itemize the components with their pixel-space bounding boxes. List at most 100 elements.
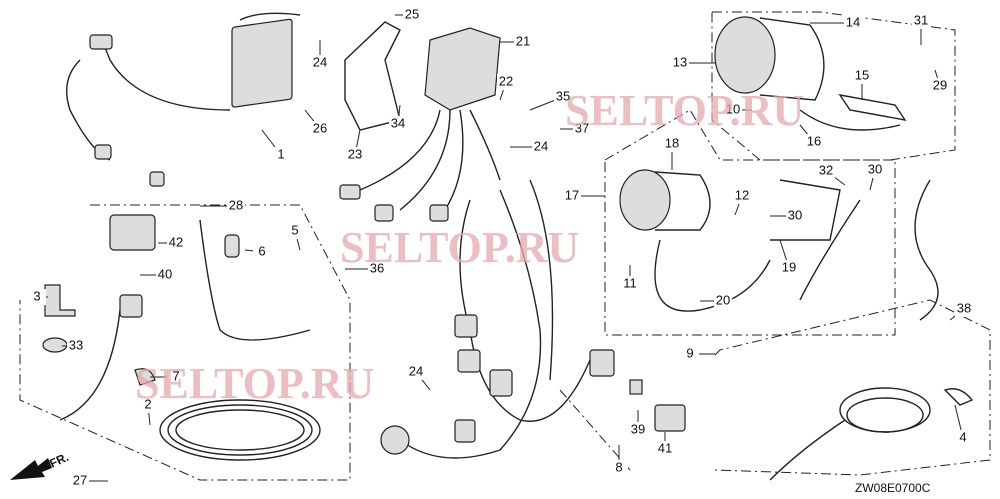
- callout-background: [532, 139, 550, 155]
- callout-number: 1: [277, 146, 284, 161]
- front-arrow-label: FR.: [47, 450, 70, 471]
- callout-background: [563, 188, 581, 204]
- callout-number: 12: [735, 187, 749, 202]
- callout-number: 19: [782, 259, 796, 274]
- callout-number: 36: [370, 260, 384, 275]
- callout-number: 10: [726, 101, 740, 116]
- main-harness-part: [380, 179, 686, 459]
- callout-background: [573, 121, 591, 137]
- callout-number: 24: [313, 54, 327, 69]
- callout-background: [514, 34, 532, 50]
- front-direction-arrow: FR.: [10, 450, 71, 480]
- callout-background: [272, 147, 290, 163]
- callout-background: [389, 116, 407, 132]
- ecu-box-part: [339, 21, 501, 222]
- callout-number: 8: [615, 459, 622, 474]
- watermark: SELTOP.RU: [565, 86, 804, 135]
- callout-number: 2: [144, 396, 151, 411]
- watermark: SELTOP.RU: [340, 223, 579, 272]
- callout-number: 26: [313, 120, 327, 135]
- callout-background: [931, 78, 949, 94]
- callout-number: 9: [686, 345, 693, 360]
- group-outlines: [19, 11, 991, 481]
- callout-background: [853, 68, 871, 84]
- callout-background: [629, 422, 647, 438]
- callout-number: 32: [819, 162, 833, 177]
- watermarks: SELTOP.RU SELTOP.RU SELTOP.RU: [135, 86, 804, 408]
- callout-number: 34: [391, 115, 405, 130]
- callout-number: 23: [348, 146, 362, 161]
- battery-cable-part: [42, 214, 321, 461]
- callout-background: [955, 301, 973, 317]
- callout-background: [724, 102, 742, 118]
- callout-number: 7: [172, 368, 179, 383]
- watermark: SELTOP.RU: [135, 359, 374, 408]
- callout-number: 35: [556, 88, 570, 103]
- callout-number: 3: [33, 288, 40, 303]
- callout-background: [346, 147, 364, 163]
- callout-background: [156, 267, 174, 283]
- callout-background: [167, 369, 185, 385]
- callout-number: 38: [957, 300, 971, 315]
- callout-number: 17: [565, 187, 579, 202]
- callout-number: 31: [914, 12, 928, 27]
- callout-background: [733, 188, 751, 204]
- callout-number: 5: [291, 222, 298, 237]
- callout-background: [805, 134, 823, 150]
- callout-background: [786, 208, 804, 224]
- callout-background: [253, 244, 271, 260]
- callout-background: [817, 163, 835, 179]
- callout-number: 27: [73, 472, 87, 487]
- callout-number: 18: [665, 135, 679, 150]
- callout-number: 29: [933, 77, 947, 92]
- callout-background: [497, 74, 515, 90]
- callout-background: [954, 430, 972, 446]
- callout-background: [912, 13, 930, 29]
- callout-background: [139, 397, 157, 413]
- callout-number: 24: [409, 363, 423, 378]
- callout-background: [67, 338, 85, 354]
- callout-background: [311, 55, 329, 71]
- callout-number: 42: [169, 234, 183, 249]
- callout-number: 21: [516, 33, 530, 48]
- callout-background: [403, 7, 421, 23]
- callout-background: [681, 346, 699, 362]
- callout-background: [286, 223, 304, 239]
- callout-number: 25: [405, 6, 419, 21]
- callout-background: [671, 55, 689, 71]
- callout-number: 24: [534, 138, 548, 153]
- callout-number: 20: [716, 292, 730, 307]
- callout-background: [167, 235, 185, 251]
- callout-number: 6: [258, 243, 265, 258]
- callout-background: [368, 261, 386, 277]
- callout-background: [656, 441, 674, 457]
- callout-number: 11: [623, 275, 637, 290]
- callout-number: 15: [855, 67, 869, 82]
- callout-number: 37: [575, 120, 589, 135]
- callout-background: [311, 121, 329, 137]
- callout-background: [227, 198, 245, 214]
- callout-background: [71, 473, 89, 489]
- callout-number: 4: [959, 429, 966, 444]
- callout-number: 13: [673, 54, 687, 69]
- callout-number: 30: [788, 207, 802, 222]
- callout-number: 41: [658, 440, 672, 455]
- diagram-code: ZW08E0700C: [855, 481, 931, 495]
- regulator-part: [66, 12, 301, 187]
- callout-number: 16: [807, 133, 821, 148]
- callout-background: [714, 293, 732, 309]
- callout-background: [663, 136, 681, 152]
- meter-parts: [619, 16, 907, 312]
- callout-number: 30: [868, 161, 882, 176]
- callout-number: 28: [229, 197, 243, 212]
- callout-background: [866, 162, 884, 178]
- callout-background: [554, 89, 572, 105]
- callout-number: 33: [69, 337, 83, 352]
- callout-background: [621, 276, 639, 292]
- callout-number: 39: [631, 421, 645, 436]
- callout-number: 40: [158, 266, 172, 281]
- callout-labels: 1234567891011121314151617181920212223242…: [28, 6, 973, 489]
- callout-number: 22: [499, 73, 513, 88]
